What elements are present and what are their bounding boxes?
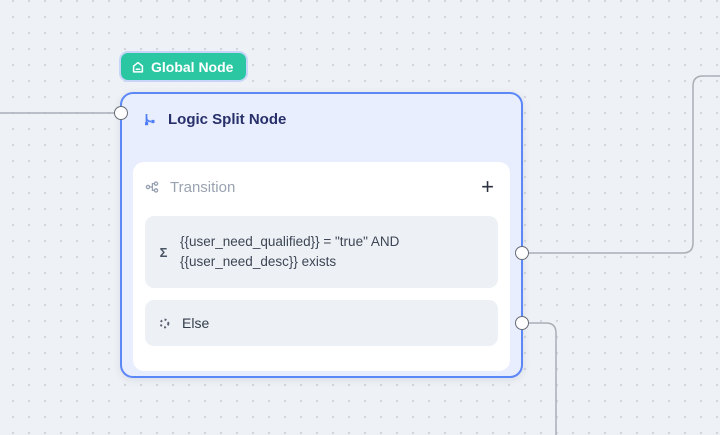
global-node-badge-label: Global Node	[151, 58, 234, 75]
node-header: Logic Split Node	[122, 94, 521, 128]
transition-else-row[interactable]: Else	[145, 300, 498, 346]
port-output-condition[interactable]	[515, 246, 529, 260]
node-title: Logic Split Node	[168, 111, 287, 128]
condition-text: {{user_need_qualified}} = "true" AND {{u…	[180, 234, 400, 269]
edge-condition-output	[528, 75, 720, 254]
else-text: Else	[182, 315, 210, 331]
port-output-else[interactable]	[515, 316, 529, 330]
transition-label: Transition	[170, 178, 236, 196]
transition-icon	[145, 179, 161, 195]
transition-condition-row[interactable]: Σ {{user_need_qualified}} = "true" AND {…	[145, 216, 498, 288]
logic-split-node[interactable]: Logic Split Node Transition + Σ {{user_n…	[120, 92, 523, 378]
edge-else-output	[528, 322, 557, 435]
split-branch-icon	[142, 112, 157, 127]
else-icon	[157, 316, 172, 331]
home-icon	[131, 60, 145, 74]
transition-panel: Transition + Σ {{user_need_qualified}} =…	[133, 162, 510, 371]
port-input-left[interactable]	[114, 106, 128, 120]
sigma-icon: Σ	[159, 244, 168, 260]
add-transition-button[interactable]: +	[481, 174, 494, 199]
global-node-badge[interactable]: Global Node	[119, 51, 249, 82]
transition-header: Transition +	[145, 162, 498, 212]
